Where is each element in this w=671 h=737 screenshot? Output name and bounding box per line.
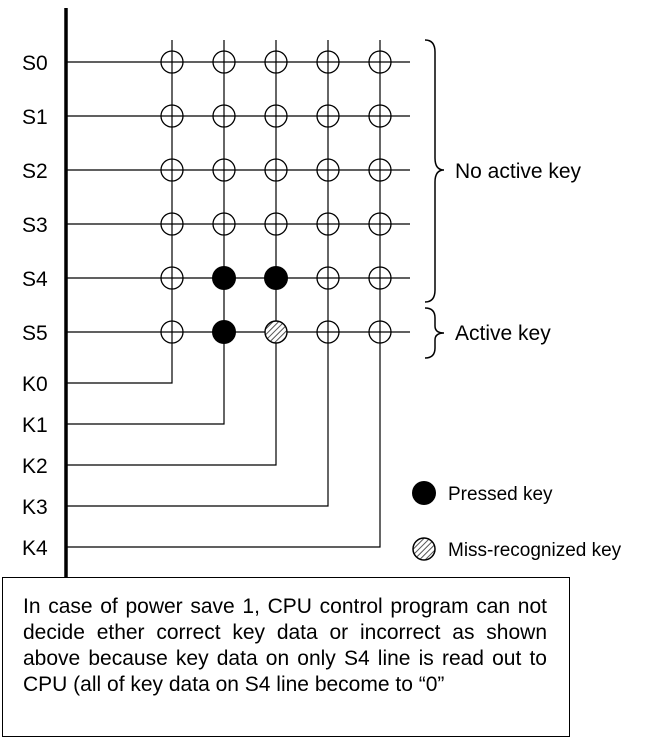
pressed-key-legend-label: Pressed key [448, 484, 553, 505]
miss-key-legend-label: Miss-recognized key [448, 540, 622, 561]
key-node [264, 158, 288, 182]
key-node [316, 104, 340, 128]
key-node [368, 266, 392, 290]
scan-line-label: S3 [22, 214, 48, 237]
key-node [368, 212, 392, 236]
key-line-k2 [66, 40, 277, 466]
key-line-label: K3 [22, 496, 48, 519]
key-node [316, 266, 340, 290]
key-node [212, 50, 236, 74]
key-node [316, 50, 340, 74]
key-node [212, 212, 236, 236]
no-active-key-label: No active key [455, 160, 582, 183]
legend: Pressed key Miss-recognized key [412, 481, 622, 561]
key-line-k4 [66, 40, 381, 548]
active-key-label: Active key [455, 322, 551, 345]
key-node [264, 212, 288, 236]
key-node [368, 320, 392, 344]
scan-line-label: S5 [22, 322, 48, 345]
key-line-label: K2 [22, 455, 48, 478]
key-node [264, 50, 288, 74]
pressed-key-legend-marker [412, 481, 436, 505]
key-node [160, 50, 184, 74]
key-line-label: K4 [22, 537, 48, 560]
key-node [368, 104, 392, 128]
key-node [160, 266, 184, 290]
caption-text: In case of power save 1, CPU control pro… [23, 595, 547, 696]
key-line-label: K1 [22, 414, 48, 437]
key-line-label: K0 [22, 373, 48, 396]
pressed-key-node [212, 320, 236, 344]
key-node [316, 158, 340, 182]
scan-line-label: S0 [22, 52, 48, 75]
key-node [160, 212, 184, 236]
no-active-key-brace [424, 39, 445, 303]
pressed-key-node [212, 266, 236, 290]
miss-key-legend-marker [412, 537, 436, 561]
key-node [316, 212, 340, 236]
key-node [212, 158, 236, 182]
pressed-key-node [264, 266, 288, 290]
matrix-nodes [160, 50, 392, 344]
miss-recognized-key-node [264, 320, 288, 344]
scan-line-label: S2 [22, 160, 48, 183]
key-node [368, 50, 392, 74]
scan-line-label: S4 [22, 268, 48, 291]
scan-line-label: S1 [22, 106, 48, 129]
active-key-brace [424, 307, 445, 359]
key-node [368, 158, 392, 182]
key-node [316, 320, 340, 344]
key-line-k0 [66, 40, 173, 384]
caption-box: In case of power save 1, CPU control pro… [2, 577, 570, 737]
key-node [264, 104, 288, 128]
key-node [212, 104, 236, 128]
key-node [160, 158, 184, 182]
key-line-k1 [66, 40, 225, 425]
key-node [160, 104, 184, 128]
key-node [160, 320, 184, 344]
key-line-k3 [66, 40, 329, 507]
